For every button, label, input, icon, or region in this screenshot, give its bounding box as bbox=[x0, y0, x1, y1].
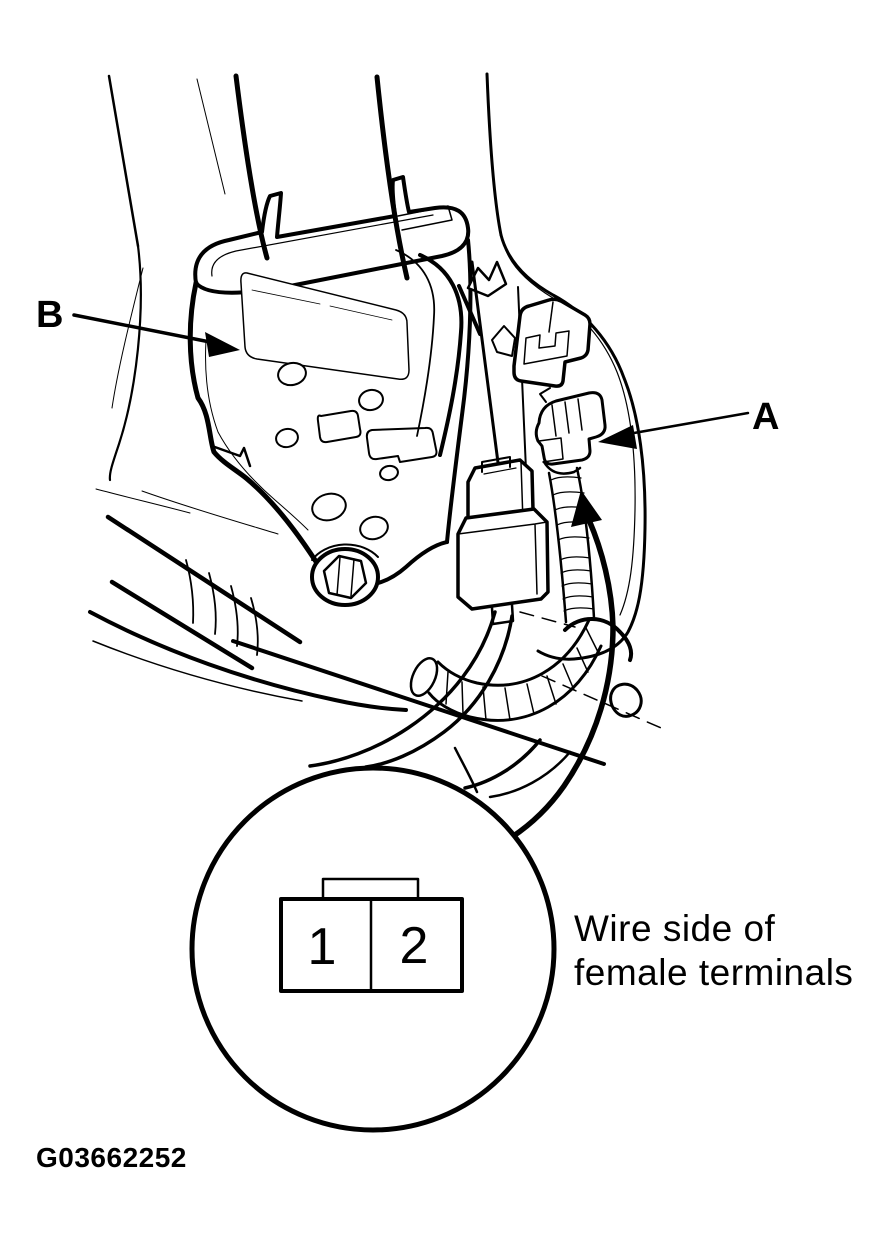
connector-lower bbox=[456, 456, 550, 626]
caption: Wire side of female terminals bbox=[574, 908, 853, 993]
floor-grommet bbox=[609, 682, 643, 718]
connector-tab bbox=[321, 877, 420, 899]
seat-belt-webbing bbox=[107, 72, 503, 281]
connector-a bbox=[534, 387, 607, 475]
seat-rails bbox=[88, 488, 606, 766]
detail-leader-arrow bbox=[509, 490, 616, 840]
tensioner-assembly bbox=[141, 175, 516, 607]
terminal-1-label: 1 bbox=[308, 918, 337, 976]
callout-a-arrowhead bbox=[598, 425, 637, 449]
retractor-housing-top bbox=[193, 175, 471, 295]
connector-upper bbox=[512, 297, 592, 388]
mounting-bolt bbox=[310, 543, 380, 607]
figure-id: G03662252 bbox=[36, 1142, 187, 1173]
callout-b-arrowhead bbox=[205, 332, 240, 357]
connector-detail-view: 1 2 bbox=[189, 765, 557, 1133]
wiring-harness bbox=[308, 466, 669, 799]
terminal-2-label: 2 bbox=[400, 917, 429, 975]
callout-a: A bbox=[598, 396, 779, 449]
retractor-label-plate bbox=[240, 272, 410, 381]
callout-b-label: B bbox=[36, 294, 63, 336]
seat-frame bbox=[108, 233, 647, 661]
bracket-holes bbox=[275, 361, 438, 541]
callout-a-label: A bbox=[752, 396, 779, 438]
caption-line-2: female terminals bbox=[574, 952, 853, 993]
leader-arrowhead bbox=[571, 490, 602, 527]
caption-line-1: Wire side of bbox=[574, 908, 776, 949]
callout-b: B bbox=[36, 294, 240, 357]
